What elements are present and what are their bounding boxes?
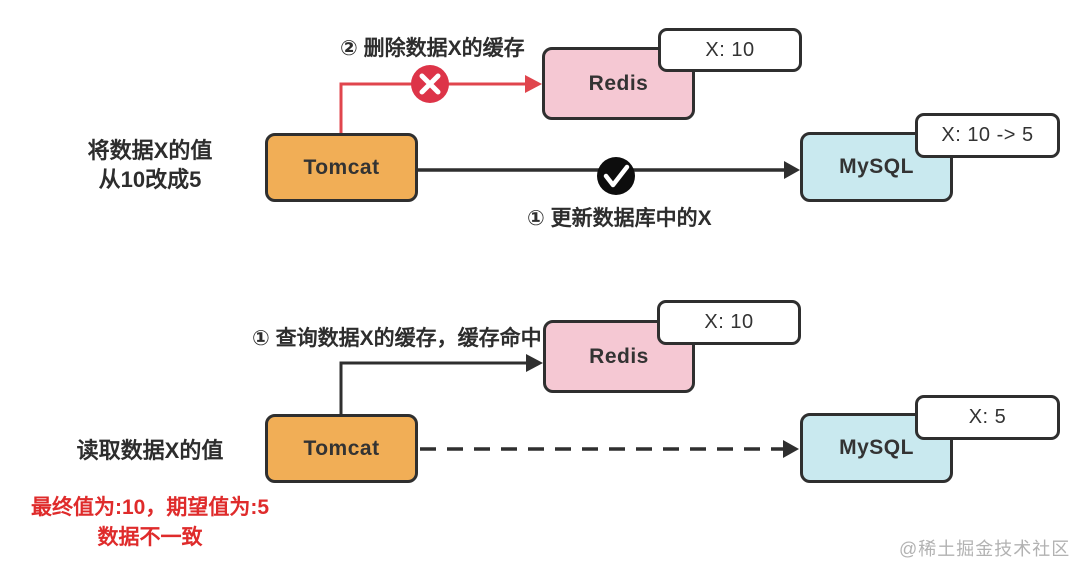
bottom-mysql-value-box: X: 5 <box>915 395 1060 440</box>
top-mysql-node: MySQL <box>800 132 953 202</box>
top-step2-label: ② 删除数据X的缓存 <box>340 37 525 60</box>
top-redis-label: Redis <box>588 71 649 95</box>
bottom-scenario-label: 读取数据X的值 <box>40 436 260 465</box>
inconsistency-line2: 数据不一致 <box>97 526 203 549</box>
query-cache-arrow <box>339 354 543 416</box>
bottom-tomcat-label: Tomcat <box>303 436 380 460</box>
inconsistency-warning: 最终值为:10，期望值为:5 数据不一致 <box>5 493 295 553</box>
bottom-mysql-label: MySQL <box>839 436 914 459</box>
top-scenario-line2: 从10改成5 <box>98 167 202 192</box>
x-icon <box>411 65 449 103</box>
bottom-redis-value: X: 10 <box>704 311 754 333</box>
delete-cache-arrow <box>339 75 542 135</box>
top-tomcat-label: Tomcat <box>303 155 380 179</box>
bottom-mysql-value: X: 5 <box>968 406 1007 428</box>
bottom-scenario-text: 读取数据X的值 <box>76 438 224 463</box>
top-mysql-label: MySQL <box>839 155 914 178</box>
top-redis-value: X: 10 <box>705 38 755 61</box>
watermark: @稀土掘金技术社区 <box>899 539 1071 559</box>
bottom-redis-label: Redis <box>589 344 649 368</box>
top-mysql-value-box: X: 10 -> 5 <box>915 113 1060 158</box>
top-redis-value-box: X: 10 <box>658 28 802 72</box>
top-step1-label: ① 更新数据库中的X <box>527 207 712 230</box>
bottom-tomcat-node: Tomcat <box>265 414 418 483</box>
inconsistency-line1: 最终值为:10，期望值为:5 <box>30 496 270 519</box>
top-scenario-label: 将数据X的值 从10改成5 <box>40 136 260 194</box>
check-icon <box>597 157 635 195</box>
bottom-step1-label: ① 查询数据X的缓存，缓存命中 <box>252 327 542 350</box>
top-scenario-line1: 将数据X的值 <box>87 138 213 163</box>
bottom-redis-value-box: X: 10 <box>657 300 801 345</box>
skipped-db-read-arrow <box>420 440 799 458</box>
top-mysql-value: X: 10 -> 5 <box>941 124 1034 146</box>
top-tomcat-node: Tomcat <box>265 133 418 202</box>
